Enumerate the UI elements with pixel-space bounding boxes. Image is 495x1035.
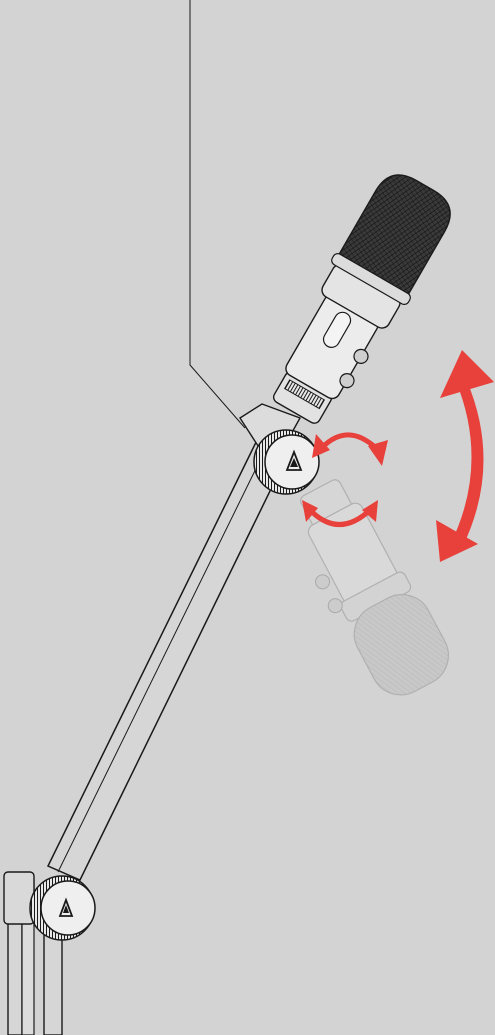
upper-joint-knob: [254, 430, 319, 494]
tilt-arc-arrow-icon: [436, 350, 494, 562]
microphone: [256, 163, 463, 434]
lower-joint-knob: [30, 876, 95, 940]
leader-line: [190, 0, 245, 428]
